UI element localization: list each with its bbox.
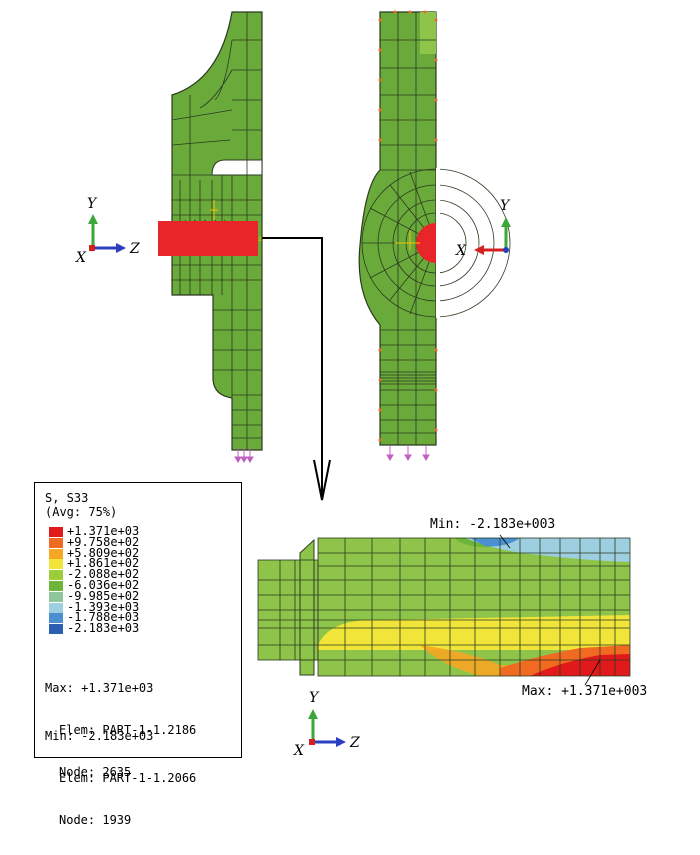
legend-min-label: Min: -2.183e+03 <box>45 729 154 743</box>
triad-right-x-label: X <box>455 243 467 259</box>
legend-swatch <box>49 591 63 602</box>
legend-swatch <box>49 613 63 624</box>
legend-value: -1.393e+03 <box>67 599 140 614</box>
triad-bottom-x-label: X <box>293 743 305 759</box>
legend-swatch <box>49 570 63 581</box>
fe-stress-diagram: z <box>75 10 647 759</box>
legend-swatch <box>49 559 63 570</box>
zoom-connector-arrow <box>262 237 323 498</box>
legend-swatch <box>49 527 63 537</box>
legend-value: +1.861e+02 <box>67 556 140 571</box>
legend-value: +9.758e+02 <box>67 534 140 549</box>
side-section-model: z <box>158 11 263 463</box>
legend-max-stats: Max: +1.371e+03 Elem: PART-1-1.2186 Node… <box>45 653 196 807</box>
front-view-model <box>358 10 511 461</box>
contour-legend: S, S33 (Avg: 75%) +1.371e+03+9.758e+02+5… <box>34 482 242 827</box>
triad-bottom-y-label: Y <box>309 690 320 706</box>
legend-value: +5.809e+02 <box>67 545 140 560</box>
triad-left-z-label: Z <box>129 241 140 257</box>
legend-value: -1.788e+03 <box>67 610 140 625</box>
triad-left-y-label: Y <box>87 196 98 212</box>
svg-text:z: z <box>258 235 262 243</box>
legend-max-label: Max: +1.371e+03 <box>45 681 154 695</box>
legend-value: -2.183e+03 <box>67 621 140 636</box>
legend-min-stats: Min: -2.183e+03 Elem: PART-1-1.2066 Node… <box>45 701 196 855</box>
min-annotation: Min: -2.183e+003 <box>430 517 555 532</box>
legend-swatch <box>49 624 63 635</box>
legend-title: S, S33 (Avg: 75%) <box>45 491 117 519</box>
axis-triad-left: Y X Z <box>75 196 140 266</box>
legend-swatch <box>49 581 63 591</box>
legend-min-elem: Elem: PART-1-1.2066 <box>59 771 197 785</box>
legend-min-node: Node: 1939 <box>59 813 132 827</box>
legend-title-variable: S, S33 <box>45 491 89 505</box>
triad-left-x-label: X <box>75 250 87 266</box>
legend-swatch <box>49 537 63 548</box>
legend-swatch <box>49 548 63 559</box>
legend-value: -6.036e+02 <box>67 578 140 592</box>
legend-value: -9.985e+02 <box>67 588 140 603</box>
triad-bottom-z-label: Z <box>349 735 360 751</box>
legend-value: +1.371e+03 <box>67 524 140 538</box>
axis-triad-right: Y X <box>455 198 511 259</box>
triad-right-y-label: Y <box>500 198 511 214</box>
legend-max-elem: Elem: PART-1-1.2186 <box>59 723 197 737</box>
legend-value: -2.088e+02 <box>67 567 140 582</box>
max-annotation: Max: +1.371e+003 <box>522 684 647 699</box>
zoomed-contour-model: Min: -2.183e+003 Max: +1.371e+003 <box>257 517 647 699</box>
legend-swatch <box>49 602 63 613</box>
legend-title-averaging: (Avg: 75%) <box>45 505 118 519</box>
axis-triad-bottom: Y X Z <box>293 690 360 759</box>
